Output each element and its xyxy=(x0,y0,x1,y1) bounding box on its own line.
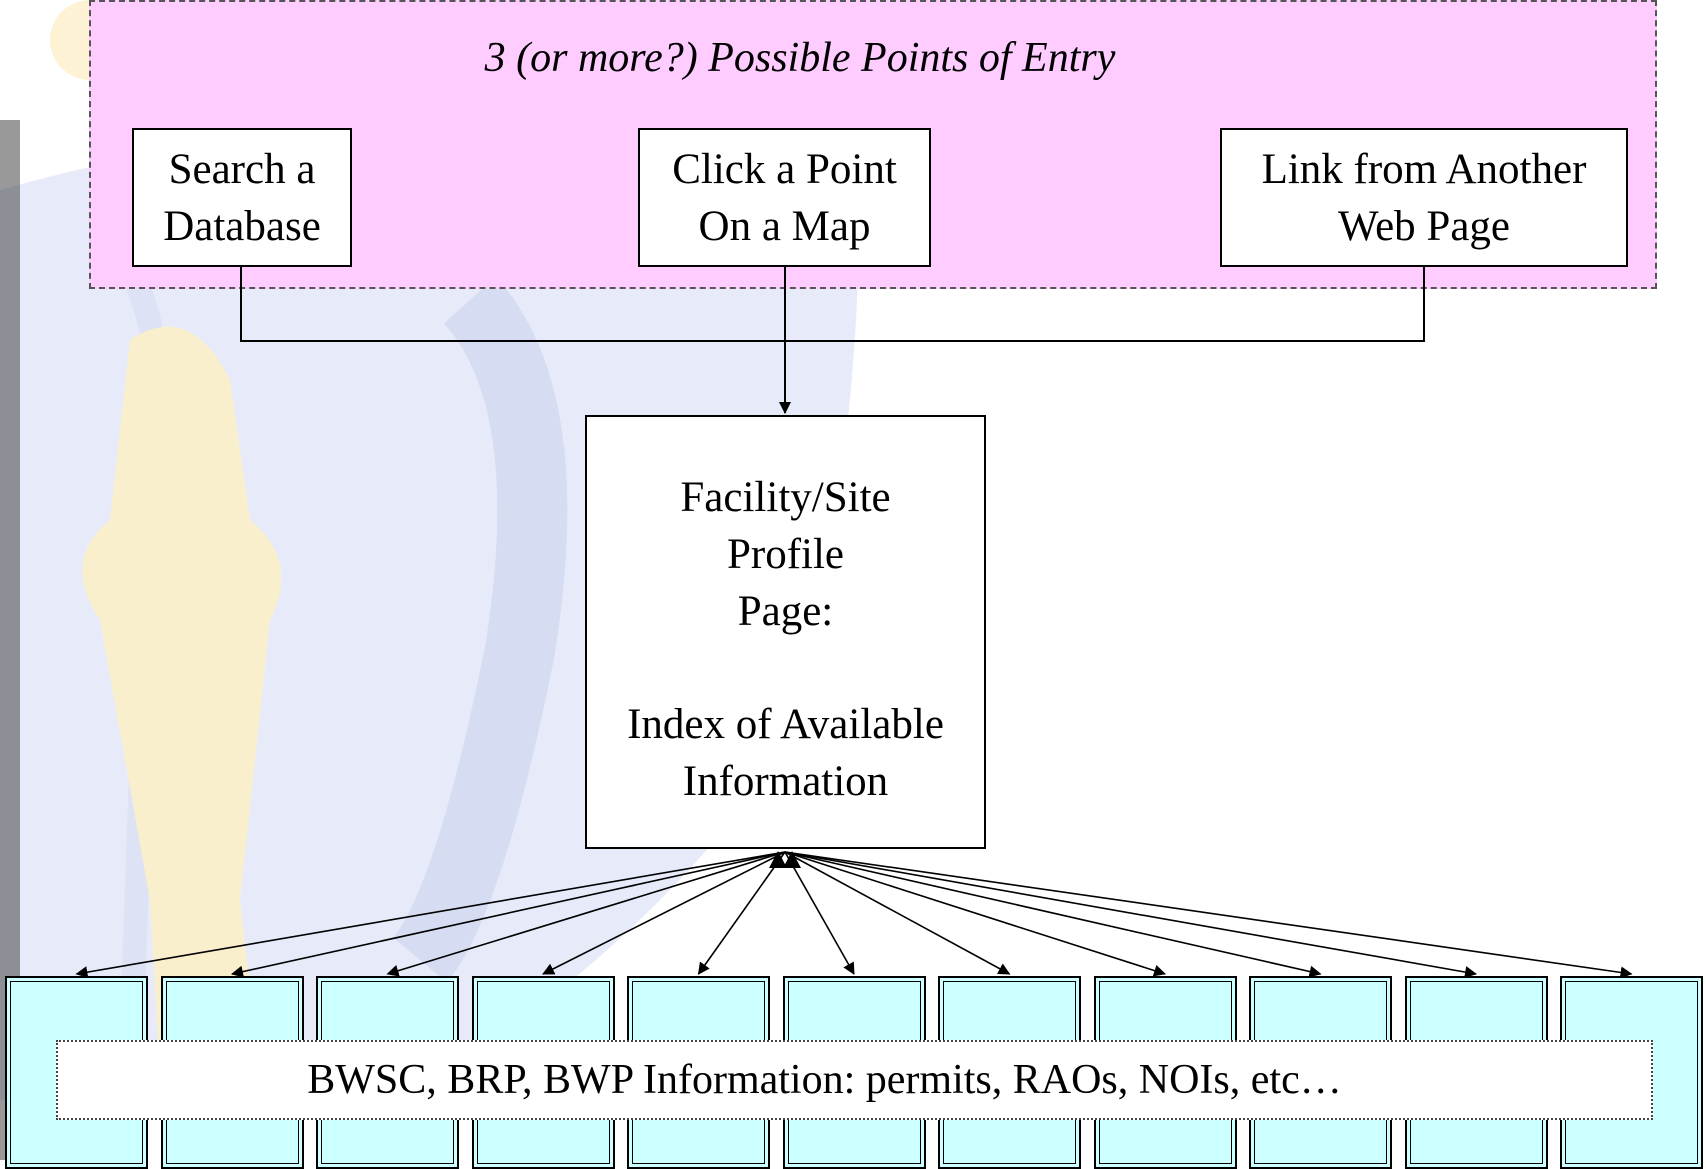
fan-arrow xyxy=(784,851,1322,978)
fan-arrow xyxy=(386,851,786,977)
link-box-line2: Web Page xyxy=(1337,202,1511,250)
profile-line3: Page: xyxy=(737,588,834,635)
fan-arrow xyxy=(697,851,786,975)
profile-to-info-arrows xyxy=(75,851,1633,979)
fan-arrow xyxy=(784,851,1011,975)
fan-arrow xyxy=(784,851,1166,977)
info-banner: BWSC, BRP, BWP Information: permits, RAO… xyxy=(56,1040,1653,1120)
fan-arrow xyxy=(75,851,786,979)
search-database-box: Search a Database xyxy=(132,128,352,267)
fan-arrow xyxy=(231,851,786,978)
click-map-box: Click a Point On a Map xyxy=(638,128,931,267)
click-box-line2: On a Map xyxy=(698,202,871,250)
fan-arrow xyxy=(784,851,855,975)
fan-arrow xyxy=(784,851,1477,978)
fan-arrow xyxy=(542,851,786,975)
link-webpage-box: Link from Another Web Page xyxy=(1220,128,1628,267)
fan-arrow xyxy=(784,851,1633,979)
facility-profile-box: Facility/Site Profile Page: Index of Ava… xyxy=(585,415,986,849)
search-box-line1: Search a xyxy=(168,145,316,193)
fan-origin-arrowhead xyxy=(769,851,787,868)
entry-merge-line xyxy=(240,267,1425,342)
click-box-line1: Click a Point xyxy=(672,145,897,193)
fan-origin-arrowhead xyxy=(783,851,801,868)
entry-points-title: 3 (or more?) Possible Points of Entry xyxy=(484,35,1116,81)
profile-line1: Facility/Site xyxy=(680,474,891,521)
link-box-line1: Link from Another xyxy=(1261,145,1587,193)
profile-line2: Profile xyxy=(726,531,845,578)
search-box-line2: Database xyxy=(163,202,321,250)
profile-line5: Information xyxy=(682,758,889,805)
profile-line4: Index of Available xyxy=(627,701,944,748)
